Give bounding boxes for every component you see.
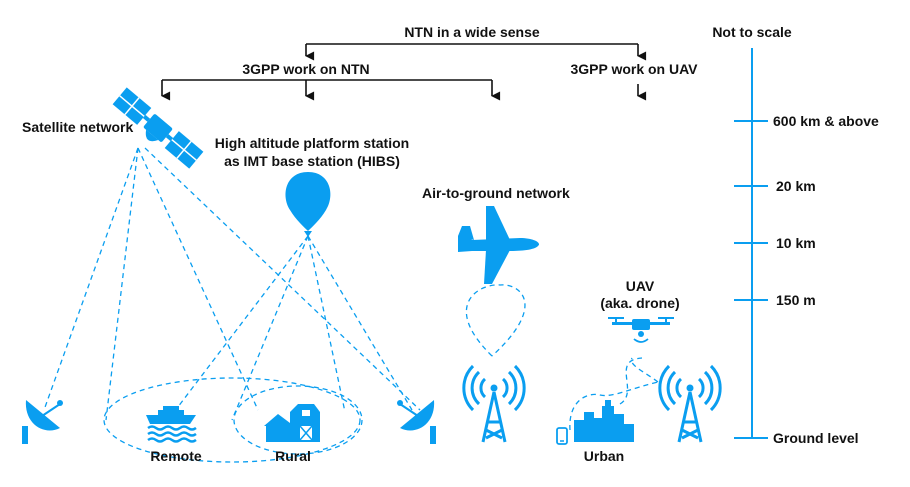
- hibs-label-line1: High altitude platform station: [215, 135, 409, 151]
- scale-ground: Ground level: [773, 430, 859, 446]
- scale-10km: 10 km: [776, 235, 816, 251]
- 3gpp-ntn-label: 3GPP work on NTN: [242, 61, 369, 77]
- altitude-scale: [734, 48, 768, 439]
- uav-label-line2: (aka. drone): [600, 295, 679, 311]
- scale-600km: 600 km & above: [773, 113, 879, 129]
- scale-150m: 150 m: [776, 292, 816, 308]
- drone-icon: [608, 317, 674, 343]
- air-to-ground-label: Air-to-ground network: [422, 185, 570, 201]
- uav-label-line1: UAV: [626, 278, 655, 294]
- 3gpp-uav-label: 3GPP work on UAV: [570, 61, 698, 77]
- scale-20km: 20 km: [776, 178, 816, 194]
- not-to-scale-label: Not to scale: [712, 24, 792, 40]
- dish-antenna-icon: [397, 400, 436, 444]
- urban-label: Urban: [584, 448, 624, 464]
- satellite-network-label: Satellite network: [22, 119, 133, 135]
- phone-icon: [556, 427, 568, 445]
- remote-label: Remote: [150, 448, 202, 464]
- rural-label: Rural: [275, 448, 311, 464]
- hibs-label-line2: as IMT base station (HIBS): [224, 153, 400, 169]
- ship-icon: [146, 406, 197, 443]
- barn-icon: [264, 404, 320, 442]
- dashed-links: [43, 147, 659, 463]
- satellite-icon: [112, 87, 204, 169]
- city-icon: [574, 400, 634, 442]
- airplane-icon: [458, 206, 540, 284]
- dish-antenna-icon: [22, 400, 63, 444]
- ntn-wide-sense-label: NTN in a wide sense: [404, 24, 540, 40]
- hierarchy-tree: [161, 43, 647, 101]
- cell-tower-icon: [658, 364, 722, 443]
- balloon-icon: [285, 172, 331, 237]
- cell-tower-icon: [462, 364, 526, 443]
